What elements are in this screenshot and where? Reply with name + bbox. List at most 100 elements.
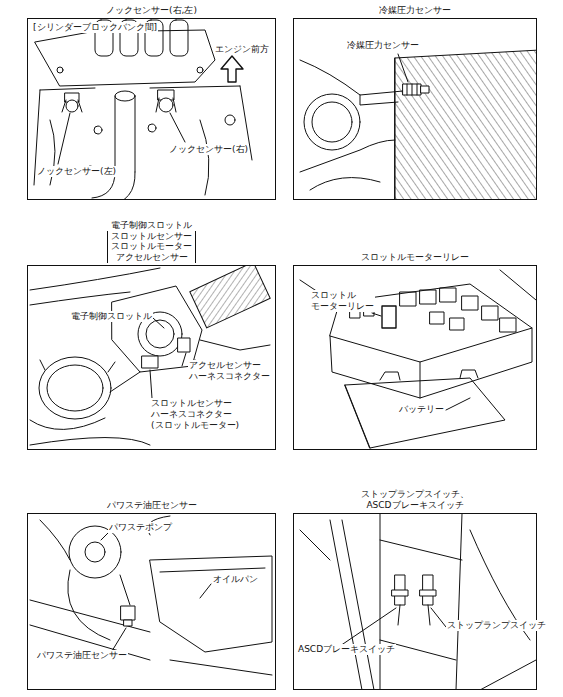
refrigerant-pressure-sensor-stroke — [407, 84, 417, 95]
pedal-bracket-sketch-stroke — [380, 540, 462, 660]
part-label: スロットルセンサー ハーネスコネクター (スロットルモーター) — [150, 398, 240, 430]
ascd-brake-switch — [392, 575, 408, 625]
condenser-sketch-stroke — [395, 58, 396, 199]
panel-title: パワステ油圧センサー — [107, 500, 197, 511]
ascd-brake-switch-stroke — [398, 605, 400, 625]
relay-box-sketch-stroke — [330, 328, 532, 398]
engine-block-sketch-stroke — [148, 124, 156, 132]
throttle-sketch-stroke — [30, 372, 140, 430]
engine-block-sketch-stroke — [170, 20, 188, 56]
part-label: パワステポンプ — [108, 522, 173, 533]
refrigerant-pressure-sensor — [403, 84, 429, 95]
leader-line — [150, 318, 186, 398]
condenser-sketch-stroke — [360, 95, 398, 105]
part-label: エンジン前方 — [214, 44, 270, 55]
leader-line — [101, 533, 211, 651]
stop-lamp-switch — [420, 575, 436, 625]
throttle-sketch-stroke — [190, 266, 270, 328]
panel-title-group: 冷媒圧力センサー — [294, 5, 536, 16]
part-label: 冷媒圧力センサー — [346, 40, 420, 51]
power-steering-sketch-stroke — [68, 570, 130, 640]
power-steering-sketch-stroke — [85, 542, 105, 562]
engine-block-sketch-stroke — [50, 120, 209, 195]
leader-line-stroke — [182, 353, 186, 366]
condenser-sketch-stroke — [310, 178, 380, 191]
condenser-sketch-stroke — [312, 102, 352, 142]
throttle-sketch — [30, 266, 270, 445]
relay-box-sketch-stroke — [500, 318, 516, 332]
engine-block-sketch-stroke — [197, 67, 203, 73]
knock-sensor-right-stroke — [156, 98, 176, 112]
accelerator-sensor-connector-stroke — [178, 338, 190, 352]
part-label: アクセルセンサー ハーネスコネクター — [188, 360, 271, 382]
throttle-sensor-connector — [142, 356, 158, 368]
ascd-brake-switch-stroke — [392, 590, 408, 596]
accelerator-sensor-connector — [178, 338, 190, 352]
leader-line — [58, 113, 185, 164]
refrigerant-pressure-sensor-stroke — [421, 86, 429, 93]
panel-title: ストップランプスイッチ、 ASCDブレーキスイッチ — [361, 489, 469, 511]
panel-frame: ストップランプスイッチ、 ASCDブレーキスイッチ — [293, 513, 537, 690]
leader-line-stroke — [170, 113, 185, 142]
throttle-sketch-stroke — [30, 268, 160, 305]
part-label: スロットル モーターリレー — [310, 290, 375, 312]
relay-box-sketch-stroke — [440, 288, 456, 302]
stop-lamp-switch-stroke — [420, 590, 436, 596]
leader-line — [340, 608, 446, 646]
leader-line-stroke — [372, 313, 381, 316]
leader-line-stroke — [112, 628, 126, 651]
leader-line — [372, 313, 470, 410]
panel-title: 冷媒圧力センサー — [379, 5, 451, 16]
power-steering-pressure-sensor-stroke — [124, 620, 132, 626]
relay-box-sketch-stroke — [420, 290, 436, 304]
pedal-bracket-sketch-stroke — [380, 514, 462, 689]
panel-title-group: ストップランプスイッチ、 ASCDブレーキスイッチ — [294, 489, 536, 511]
condenser-sketch-stroke — [395, 50, 536, 199]
panel-title: ノックセンサー(右,左) — [106, 5, 197, 16]
throttle-sketch-stroke — [39, 357, 111, 419]
engine-block-sketch-stroke — [94, 126, 102, 134]
part-label: バッテリー — [398, 404, 445, 415]
leader-line-stroke — [150, 370, 152, 398]
power-steering-sketch — [30, 516, 272, 675]
panel-title: スロットルセンサー スロットルモーター アクセルセンサー — [107, 231, 196, 263]
panel-frame: パワステ油圧センサー — [27, 513, 276, 690]
leader-line-stroke — [340, 608, 396, 646]
engine-block-sketch-stroke — [225, 115, 235, 125]
pedal-bracket-sketch — [300, 514, 536, 689]
throttle-sketch-stroke — [30, 438, 150, 446]
power-steering-sketch-stroke — [30, 600, 272, 675]
leader-line-stroke — [153, 318, 164, 328]
pedal-bracket-sketch-stroke — [330, 520, 374, 689]
knock-sensor-right — [156, 90, 176, 112]
pedal-bracket-sketch-stroke — [470, 530, 536, 689]
relay-box-sketch — [300, 270, 536, 448]
part-label: パワステ油圧センサー — [36, 650, 128, 661]
condenser-sketch — [300, 50, 536, 199]
leader-line-stroke — [200, 584, 211, 598]
throttle-motor-relay — [382, 306, 396, 328]
relay-box-sketch-stroke — [400, 292, 416, 306]
power-steering-sketch-stroke — [150, 556, 272, 652]
part-label: [シリンダーブロックバンク間] — [32, 22, 158, 33]
relay-box-sketch-stroke — [462, 296, 478, 310]
leader-line-stroke — [58, 113, 70, 164]
power-steering-pressure-sensor-stroke — [121, 606, 135, 620]
condenser-sketch-stroke — [304, 94, 360, 150]
panel-title-group: 電子制御スロットルスロットルセンサー スロットルモーター アクセルセンサー — [28, 220, 275, 263]
knock-sensor-left-stroke — [62, 100, 82, 112]
relay-box-sketch-stroke — [345, 378, 505, 448]
panel-title-group: スロットルモーターリレー — [294, 252, 536, 263]
panel-title-group: ノックセンサー(右,左) — [28, 5, 275, 16]
leader-line — [398, 54, 408, 82]
engine-block-sketch-stroke — [115, 91, 135, 101]
leader-line-stroke — [431, 608, 446, 627]
pedal-bracket-sketch-stroke — [300, 530, 330, 560]
relay-box-sketch-stroke — [482, 306, 498, 320]
part-label: 電子制御スロットル — [70, 311, 153, 322]
engine-block-sketch-stroke — [115, 96, 135, 172]
part-label: ノックセンサー(右) — [168, 144, 249, 155]
throttle-sensor-connector-stroke — [142, 356, 158, 368]
